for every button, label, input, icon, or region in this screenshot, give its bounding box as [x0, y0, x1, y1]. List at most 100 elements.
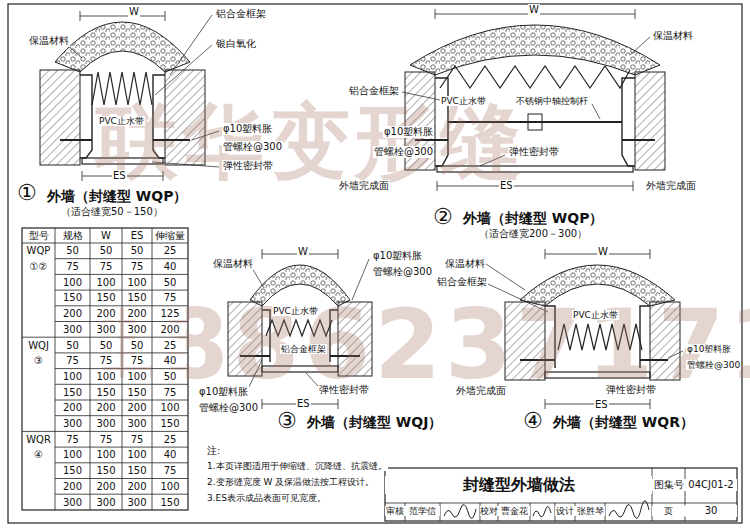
table-cell: 75: [57, 433, 88, 446]
title-block-text: 曹金花: [498, 506, 530, 516]
table-cell: 150: [124, 291, 150, 304]
table-cell: 200: [92, 480, 120, 493]
part-label: 不锈钢中轴控制杆: [515, 96, 589, 106]
part-label: PVC止水带: [98, 116, 145, 126]
table-cell: 75: [57, 354, 88, 367]
part-label: ES: [112, 170, 127, 182]
part-label: W: [528, 4, 540, 16]
part-label: 铝合金框架: [215, 8, 267, 20]
part-label: 弹性密封带: [318, 384, 370, 396]
title-block-text: 04CJ01-2: [685, 479, 737, 491]
table-cell: 150: [154, 496, 186, 509]
table-cell: 75: [92, 433, 120, 446]
table-cell: 200: [154, 323, 186, 336]
table-cell: 100: [154, 480, 186, 493]
part-label: 铝合金框架: [280, 344, 327, 354]
table-cell: 300: [57, 496, 88, 509]
part-label: 保温材料: [212, 258, 254, 270]
table-cell: 300: [57, 417, 88, 430]
part-label: （适合缝宽50－150）: [60, 206, 164, 218]
table-cell: 150: [57, 386, 88, 399]
table-cell: 200: [57, 307, 88, 320]
part-label: 弹性密封带: [222, 160, 274, 172]
table-cell: 200: [57, 480, 88, 493]
table-cell: 25: [154, 433, 186, 446]
table-cell: 100: [154, 401, 186, 414]
table-cell: 150: [124, 386, 150, 399]
table-cell: 75: [92, 260, 120, 273]
part-label: ②: [432, 204, 454, 229]
table-cell: 300: [92, 323, 120, 336]
table-cell: 75: [154, 291, 186, 304]
part-label: φ10塑料胀: [198, 386, 249, 398]
table-cell: 150: [57, 464, 88, 477]
note-text: 1.本页详图适用于伸缩缝、沉降缝、抗震缝。: [206, 461, 388, 471]
table-cell: 150: [92, 291, 120, 304]
part-label: ES: [296, 398, 311, 410]
table-cell: WQR: [24, 433, 53, 446]
part-label: 外墙（封缝型 WQJ）: [306, 414, 443, 430]
part-label: W: [128, 6, 140, 18]
part-label: 管螺栓@300: [373, 146, 434, 158]
table-cell: 150: [57, 291, 88, 304]
table-cell: 75: [154, 464, 186, 477]
part-label: 外墙（封缝型 WQP）: [46, 188, 188, 204]
table-cell: 200: [92, 307, 120, 320]
table-cell: 40: [154, 354, 186, 367]
table-cell: 25: [154, 244, 186, 257]
title-block-text: 页: [652, 506, 685, 516]
sheet-title: 封缝型外墙做法: [385, 476, 652, 494]
table-cell: 50: [124, 339, 150, 352]
table-cell: 50: [154, 370, 186, 383]
table-cell: 40: [154, 448, 186, 461]
watermark: 联华变形缝: [95, 95, 527, 189]
part-label: 管螺栓@300: [222, 141, 283, 153]
table-cell: 300: [124, 323, 150, 336]
table-cell: 200: [57, 401, 88, 414]
part-label: ③: [276, 408, 298, 433]
table-cell: 50: [92, 244, 120, 257]
part-label: 外墙（封缝型 WQP）: [462, 210, 604, 226]
table-cell: 150: [154, 417, 186, 430]
table-cell: ③: [24, 354, 53, 367]
table-cell: 300: [92, 496, 120, 509]
table-cell: 300: [57, 323, 88, 336]
table-cell: W: [92, 229, 120, 242]
title-block-text: 图集号: [652, 479, 685, 491]
table-cell: 125: [154, 307, 186, 320]
table-cell: 100: [124, 276, 150, 289]
table-cell: 200: [92, 401, 120, 414]
table-cell: 150: [92, 386, 120, 399]
part-label: 外墙完成面: [338, 180, 390, 192]
table-cell: 规格: [57, 229, 88, 242]
part-label: 外墙完成面: [645, 180, 697, 192]
part-label: 铝合金框架: [348, 85, 400, 97]
table-cell: 100: [124, 448, 150, 461]
part-label: 外墙完成面: [455, 385, 507, 397]
part-label: 管螺栓@300: [198, 402, 259, 414]
table-cell: ①②: [24, 260, 53, 273]
table-cell: 100: [92, 448, 120, 461]
part-label: 保温材料: [652, 30, 694, 42]
table-cell: 50: [154, 276, 186, 289]
table-cell: ES: [124, 229, 150, 242]
table-cell: 150: [92, 464, 120, 477]
table-cell: 300: [124, 496, 150, 509]
table-cell: 100: [124, 370, 150, 383]
part-label: PVC止水带: [572, 310, 619, 320]
note-text: 2.变形缝宽度 W 及保温做法按工程设计。: [206, 477, 375, 487]
table-cell: ④: [24, 448, 53, 461]
part-label: PVC止水带: [440, 96, 487, 106]
table-cell: 75: [57, 260, 88, 273]
table-cell: WQJ: [24, 339, 53, 352]
title-block: [385, 468, 737, 521]
part-label: （适合缝宽200－300）: [478, 228, 588, 240]
table-cell: 75: [124, 260, 150, 273]
part-label: 弹性密封带: [605, 384, 657, 396]
table-cell: 50: [57, 339, 88, 352]
title-block-text: 审核: [385, 506, 405, 516]
table-cell: 伸缩量: [154, 229, 186, 242]
table-cell: 300: [124, 417, 150, 430]
table-cell: 100: [92, 370, 120, 383]
